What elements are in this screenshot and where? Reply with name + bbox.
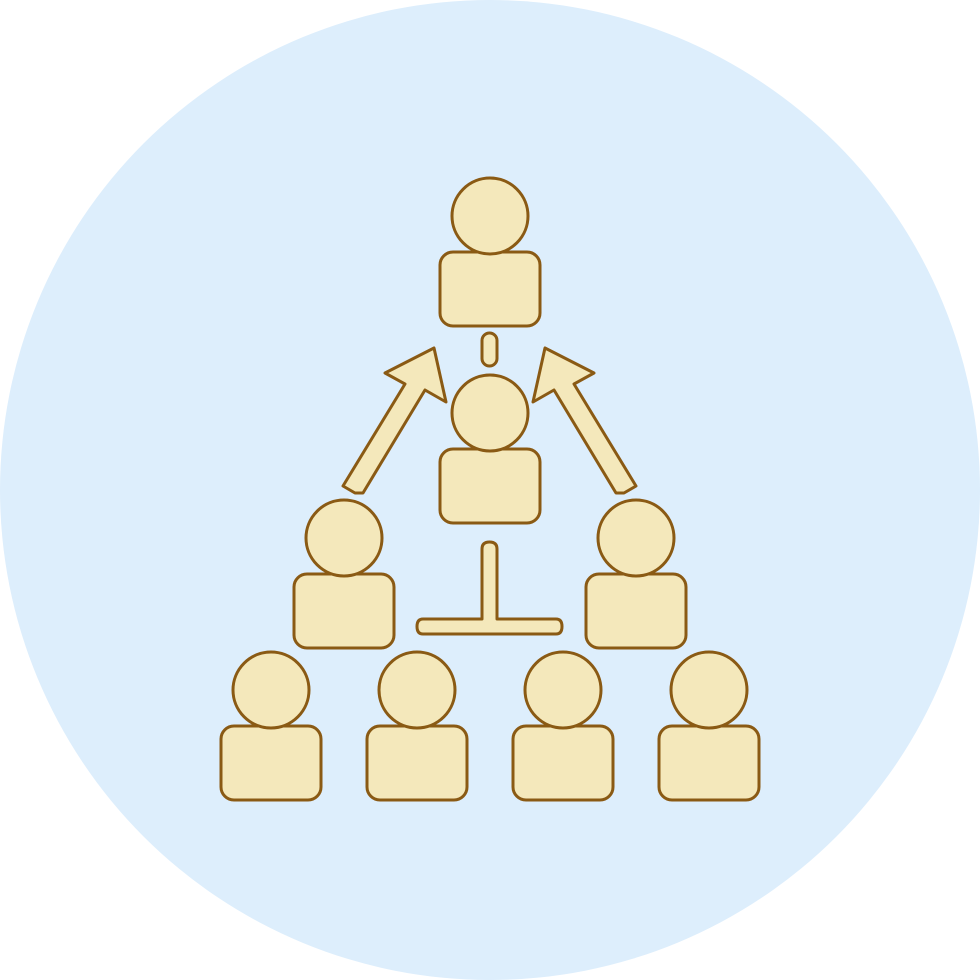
person-head bbox=[450, 176, 530, 256]
person-head bbox=[304, 498, 384, 578]
person-icon bbox=[511, 650, 615, 802]
person-body bbox=[438, 250, 542, 328]
people-group bbox=[219, 176, 761, 802]
arrow-up-right-icon bbox=[341, 346, 448, 495]
person-head bbox=[231, 650, 311, 730]
person-icon bbox=[219, 650, 323, 802]
person-icon bbox=[584, 498, 688, 650]
vertical-dash-connector bbox=[480, 331, 499, 368]
person-icon bbox=[438, 176, 542, 328]
person-head bbox=[596, 498, 676, 578]
person-body bbox=[584, 572, 688, 650]
person-head bbox=[377, 650, 457, 730]
person-head bbox=[450, 373, 530, 453]
person-icon bbox=[438, 373, 542, 525]
person-body bbox=[219, 724, 323, 802]
person-head bbox=[523, 650, 603, 730]
person-head bbox=[669, 650, 749, 730]
person-body bbox=[292, 572, 396, 650]
person-icon bbox=[657, 650, 761, 802]
hierarchy-group bbox=[219, 176, 761, 802]
person-icon bbox=[292, 498, 396, 650]
person-icon bbox=[365, 650, 469, 802]
t-connector bbox=[415, 540, 564, 636]
person-body bbox=[657, 724, 761, 802]
person-body bbox=[365, 724, 469, 802]
person-body bbox=[438, 447, 542, 525]
person-body bbox=[511, 724, 615, 802]
arrow-up-left-icon bbox=[531, 346, 638, 495]
